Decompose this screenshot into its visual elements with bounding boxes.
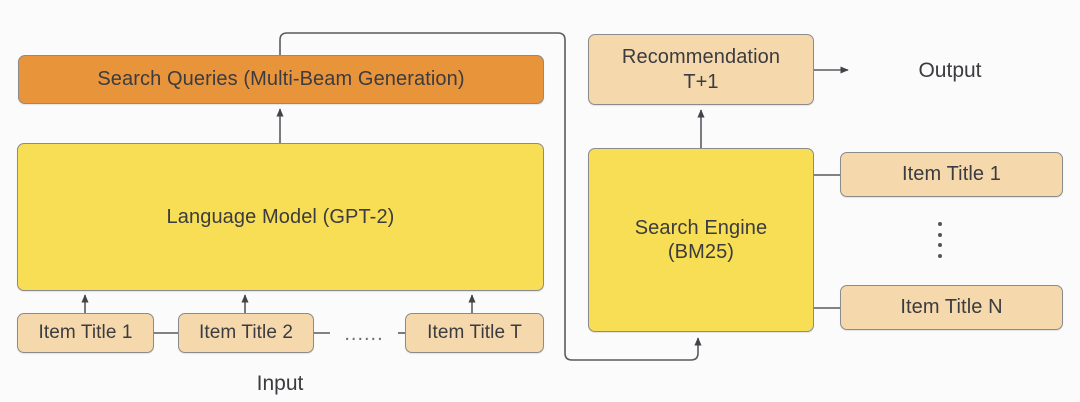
search-engine-line-2: (BM25) — [667, 241, 735, 263]
label-output: Output — [918, 59, 982, 82]
input-ellipsis: ...... — [330, 323, 398, 345]
label-input: Input — [256, 372, 304, 395]
search-engine-line-1: Search Engine — [634, 216, 768, 239]
node-input-item-title-t[interactable]: Item Title T — [405, 313, 544, 353]
recommendation-line-1: Recommendation — [621, 46, 781, 69]
node-input-item-title-1[interactable]: Item Title 1 — [17, 313, 154, 353]
node-output-item-title-n[interactable]: Item Title N — [840, 285, 1063, 330]
node-language-model[interactable]: Language Model (GPT-2) — [17, 143, 544, 291]
node-recommendation[interactable]: Recommendation T+1 — [588, 34, 814, 105]
vertical-ellipsis-icon — [937, 222, 943, 258]
node-search-queries[interactable]: Search Queries (Multi-Beam Generation) — [18, 55, 544, 104]
recommendation-line-2: T+1 — [683, 70, 719, 93]
node-search-engine[interactable]: Search Engine (BM25) — [588, 148, 814, 332]
node-output-item-title-1[interactable]: Item Title 1 — [840, 152, 1063, 197]
node-input-item-title-2[interactable]: Item Title 2 — [178, 313, 314, 353]
